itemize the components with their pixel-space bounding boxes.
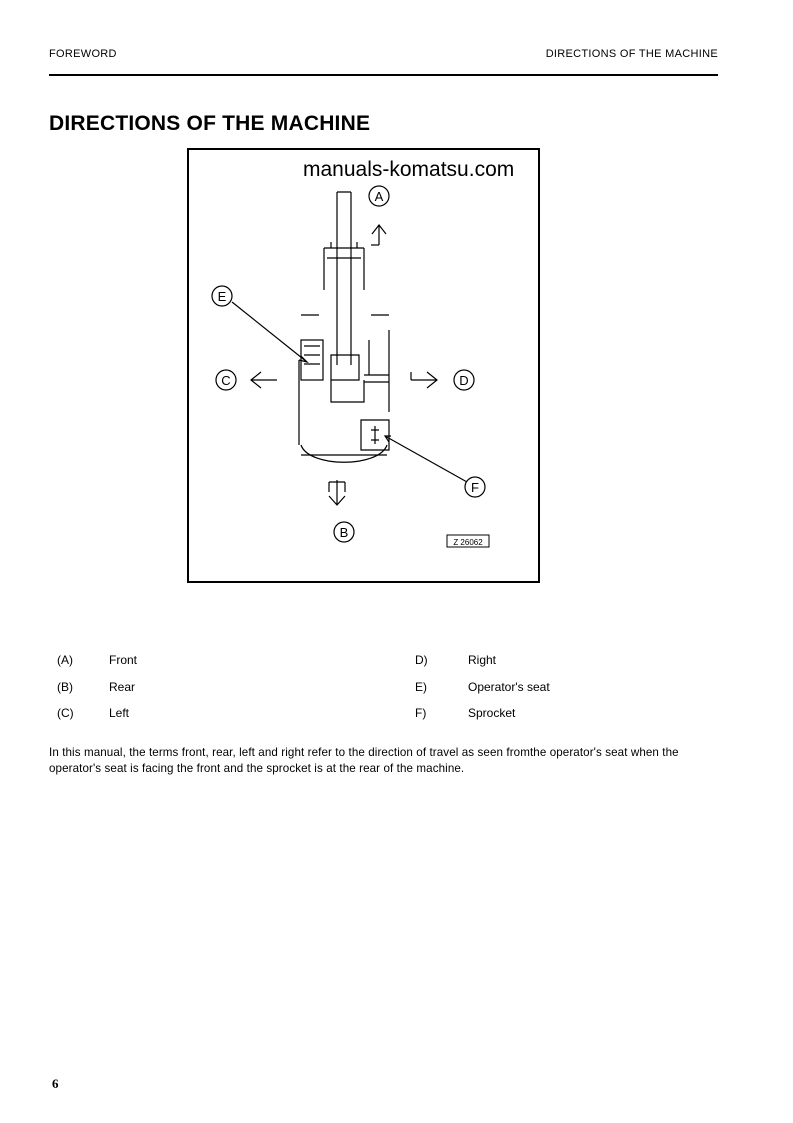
page-title: DIRECTIONS OF THE MACHINE [49,112,371,135]
label-d: D [459,373,468,388]
leader-line-f [384,435,468,483]
sprocket-shape [360,419,390,451]
page-number: 6 [52,1076,59,1091]
legend-key: (C) [57,706,74,720]
legend-value: Operator's seat [468,679,550,694]
legend-key: (A) [57,653,73,667]
body-paragraph: In this manual, the terms front, rear, l… [49,746,679,775]
figure-code-box [446,534,490,548]
machine-directions-figure: A E C D F B Z 26062 [187,148,540,583]
header-rule [49,74,718,76]
header-chapter-title: DIRECTIONS OF THE MACHINE [545,48,718,60]
legend-value: Front [109,653,138,667]
label-f: F [471,480,479,495]
legend-key: D) [415,653,428,667]
label-a: A [375,189,384,204]
label-e: E [218,289,227,304]
machine-attachment [323,247,365,290]
label-circle-e [211,285,233,307]
watermark-text: manuals-komatsu.com [303,158,515,181]
left-arrow-icon [250,371,277,389]
label-circle-a [368,185,390,207]
front-arrow-icon [371,224,387,245]
legend-key: (B) [57,679,73,694]
legend-table: (A) Front D) Right (B) Rear E) Operator'… [49,653,718,733]
legend-value: Left [109,706,130,720]
legend-row: (A) Front D) Right [49,653,718,680]
machine-diagram: A E C D F B Z 26062 [211,185,490,548]
label-circle-c [215,369,237,391]
label-b: B [340,525,349,540]
label-circle-f [464,476,486,498]
legend-value: Right [468,653,497,667]
rear-arrow-icon [328,480,346,506]
machine-boom [336,191,352,365]
header-section-label: FOREWORD [49,48,117,60]
right-arrow-icon [411,371,438,389]
label-c: C [221,373,230,388]
legend-key: E) [415,679,427,694]
label-circle-b [333,521,355,543]
leader-line-e [231,301,308,363]
figure-code: Z 26062 [453,538,483,547]
legend-key: F) [415,706,427,720]
legend-row: (C) Left F) Sprocket [49,706,718,733]
legend-value: Rear [109,679,136,694]
legend-row: (B) Rear E) Operator's seat [49,680,718,707]
label-circle-d [453,369,475,391]
legend-value: Sprocket [468,706,516,720]
